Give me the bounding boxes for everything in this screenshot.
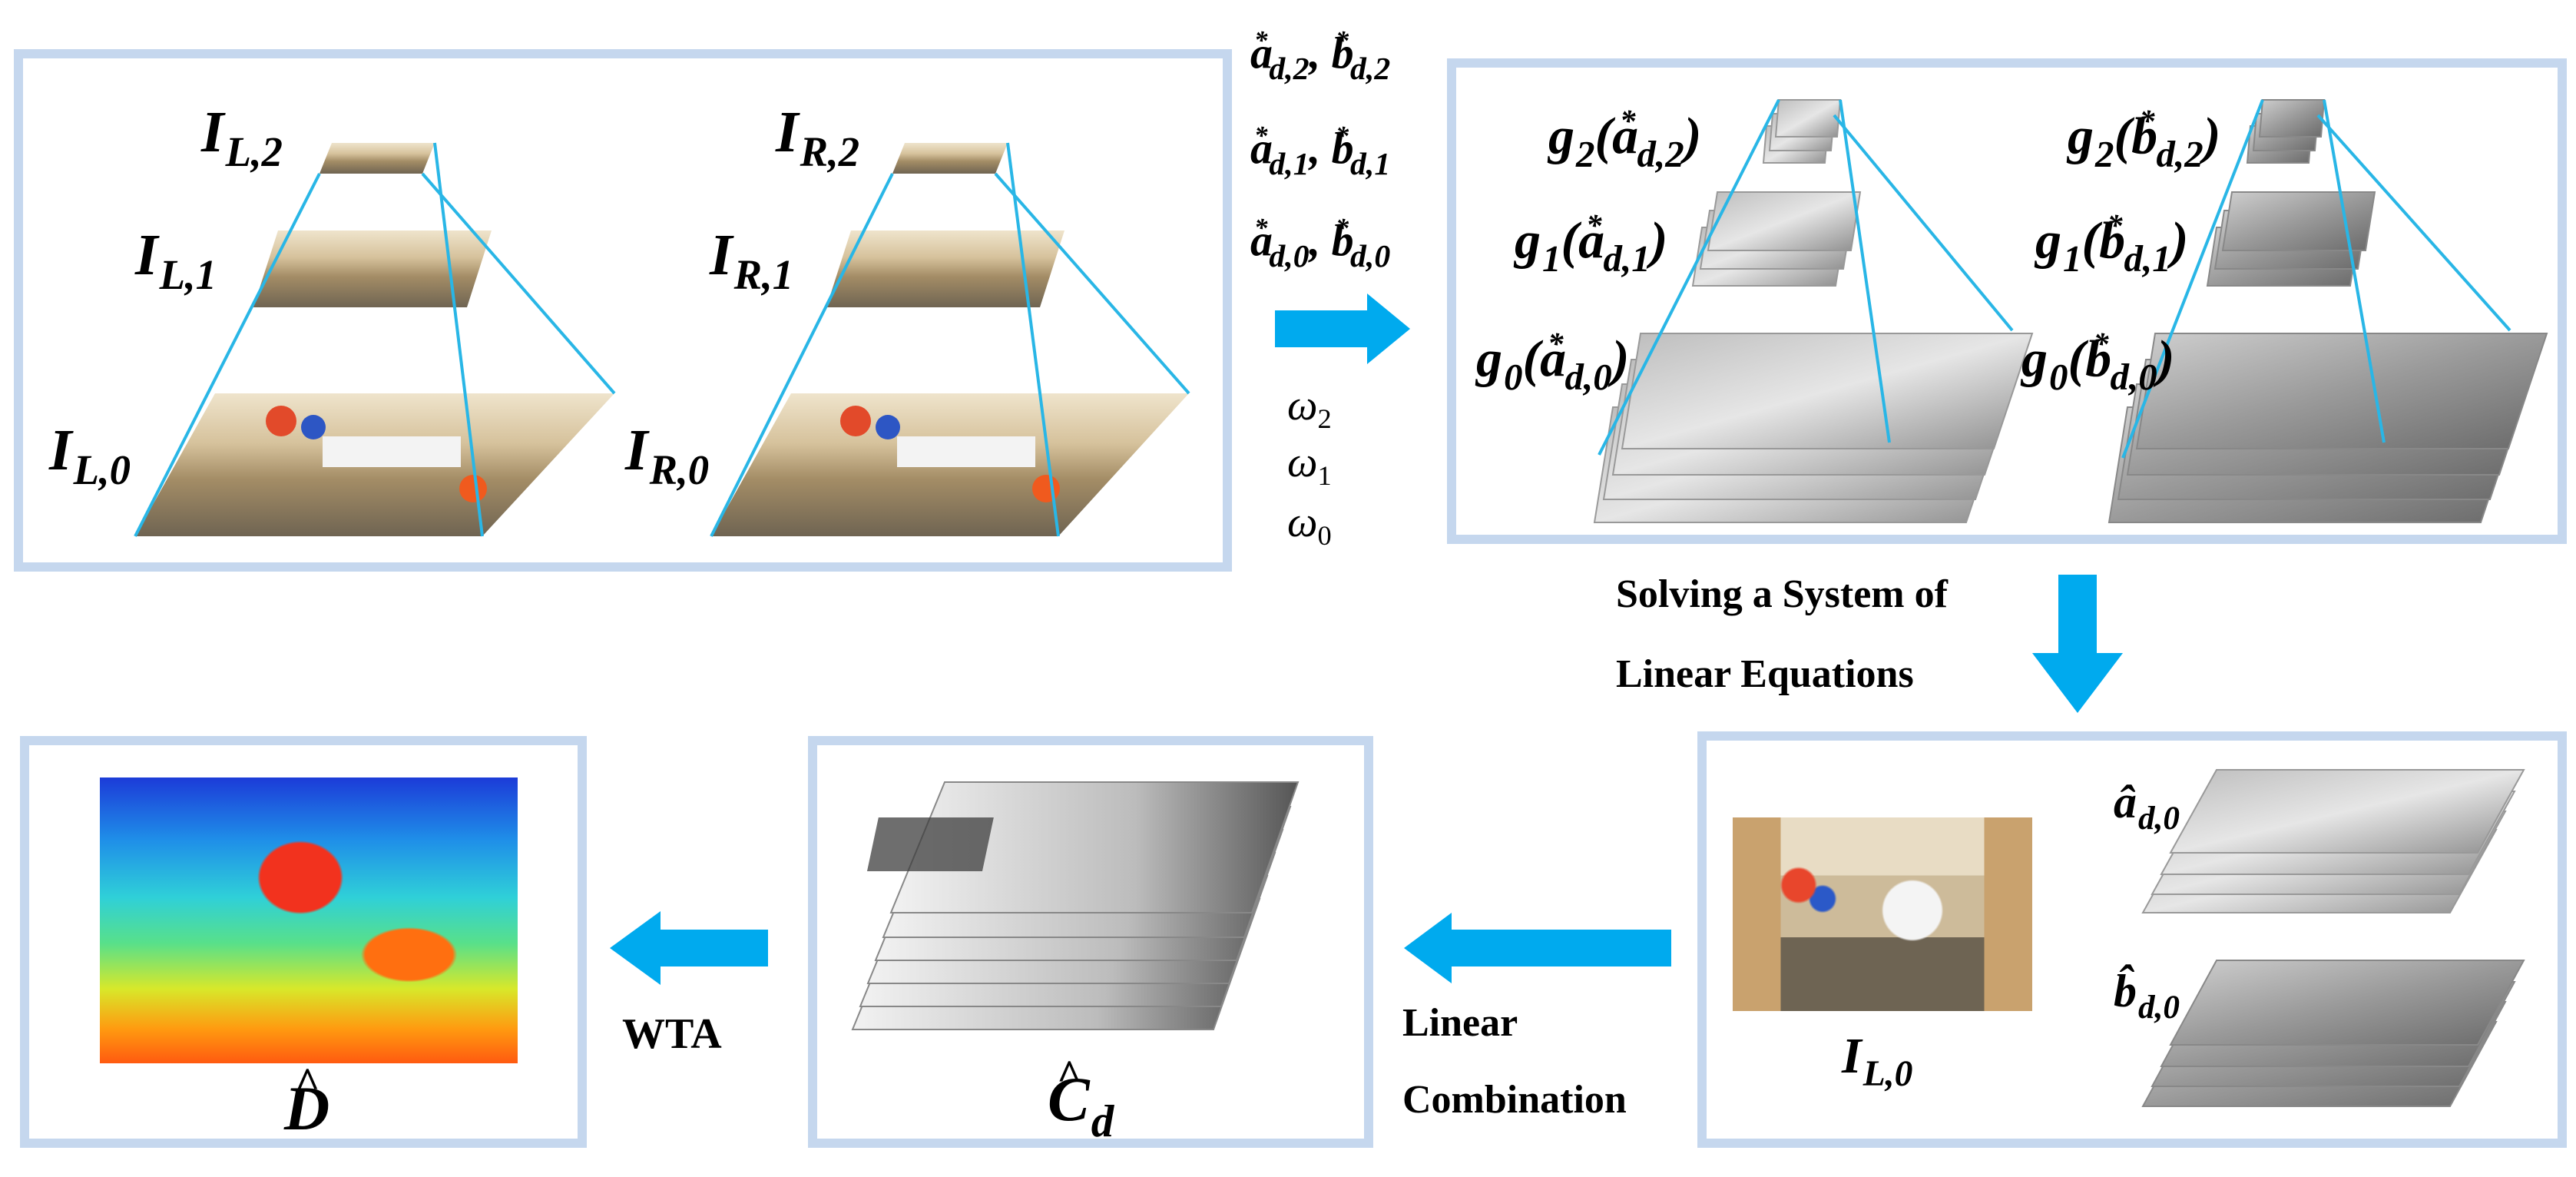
b-hat-stack <box>2141 960 2525 1107</box>
param-pair-2: a*d,2, b*d,2 <box>1250 25 1391 87</box>
param-pair-1: a*d,1, b*d,1 <box>1250 121 1391 182</box>
label-a-hat: âd,0 <box>2114 777 2180 837</box>
cost-volume-stack <box>851 781 1300 1030</box>
solving-caption-line1: Solving a System of <box>1616 572 1948 616</box>
a-hat-stack <box>2141 769 2525 913</box>
combination-caption-line2: Combination <box>1402 1078 1627 1122</box>
label-IL2: IL,2 <box>201 100 283 176</box>
label-g2-a: g2(a*d,2) <box>1548 104 1702 175</box>
param-pair-0: a*d,0, b*d,0 <box>1250 213 1391 274</box>
label-C-hat: Cd <box>1048 1064 1114 1146</box>
left-image-thumbnail <box>1733 817 2032 1011</box>
filtered-a-pyramid <box>1593 99 2034 523</box>
label-C-hat-caret: ^ <box>1057 1052 1082 1099</box>
label-g0-b: g0(b*d,0) <box>2021 327 2175 398</box>
g2-a-stack <box>1762 99 1842 164</box>
wta-caption: WTA <box>622 1010 722 1058</box>
g0-a-stack <box>1593 333 2034 523</box>
arrow-right-top <box>1275 293 1410 364</box>
g1-b-stack <box>2206 191 2376 287</box>
arrow-down <box>2032 575 2123 713</box>
label-IL0-sub: L,0 <box>73 446 131 494</box>
label-IL1: IL,1 <box>135 223 217 299</box>
label-IR0-sub: R,0 <box>649 446 710 494</box>
pyramid-level-1-image <box>826 230 1065 307</box>
label-g0-a: g0(a*d,0) <box>1476 327 1630 398</box>
label-IL0: IL,0 <box>49 418 131 494</box>
omega-1: ω1 <box>1287 439 1332 491</box>
label-g2-b: g2(b*d,2) <box>2068 104 2221 175</box>
label-IR0: IR,0 <box>625 418 710 494</box>
g1-a-stack <box>1691 191 1862 287</box>
arrow-left-combination <box>1404 913 1671 983</box>
combination-caption-line1: Linear <box>1402 1001 1518 1045</box>
label-g1-b: g1(b*d,1) <box>2035 208 2189 280</box>
solving-caption-line2: Linear Equations <box>1616 652 1914 696</box>
right-pyramid <box>710 142 1190 537</box>
label-IR1-sub: R,1 <box>733 251 794 299</box>
label-IR2-sub: R,2 <box>800 128 860 176</box>
omega-2: ω2 <box>1287 382 1332 434</box>
label-IR2: IR,2 <box>776 100 860 176</box>
label-b-hat: b̂d,0 <box>2114 966 2180 1026</box>
arrow-left-wta <box>610 911 768 985</box>
label-g1-a: g1(a*d,1) <box>1515 208 1668 280</box>
disparity-map-image <box>100 777 518 1063</box>
g2-b-stack <box>2246 99 2326 164</box>
filtered-b-pyramid <box>2107 99 2548 523</box>
label-IL2-sub: L,2 <box>225 128 283 176</box>
pyramid-level-1-image <box>253 230 492 307</box>
g0-b-stack <box>2107 333 2548 523</box>
label-D-hat-caret: ^ <box>295 1059 320 1107</box>
pyramid-level-2-image <box>892 143 1008 174</box>
pyramid-level-2-image <box>320 143 435 174</box>
label-IL0-bottom: IL,0 <box>1842 1028 1913 1094</box>
label-D-hat: D <box>284 1073 330 1143</box>
label-IR1: IR,1 <box>710 223 794 299</box>
omega-0: ω0 <box>1287 499 1332 551</box>
label-IL1-sub: L,1 <box>159 251 217 299</box>
left-pyramid <box>134 142 616 537</box>
